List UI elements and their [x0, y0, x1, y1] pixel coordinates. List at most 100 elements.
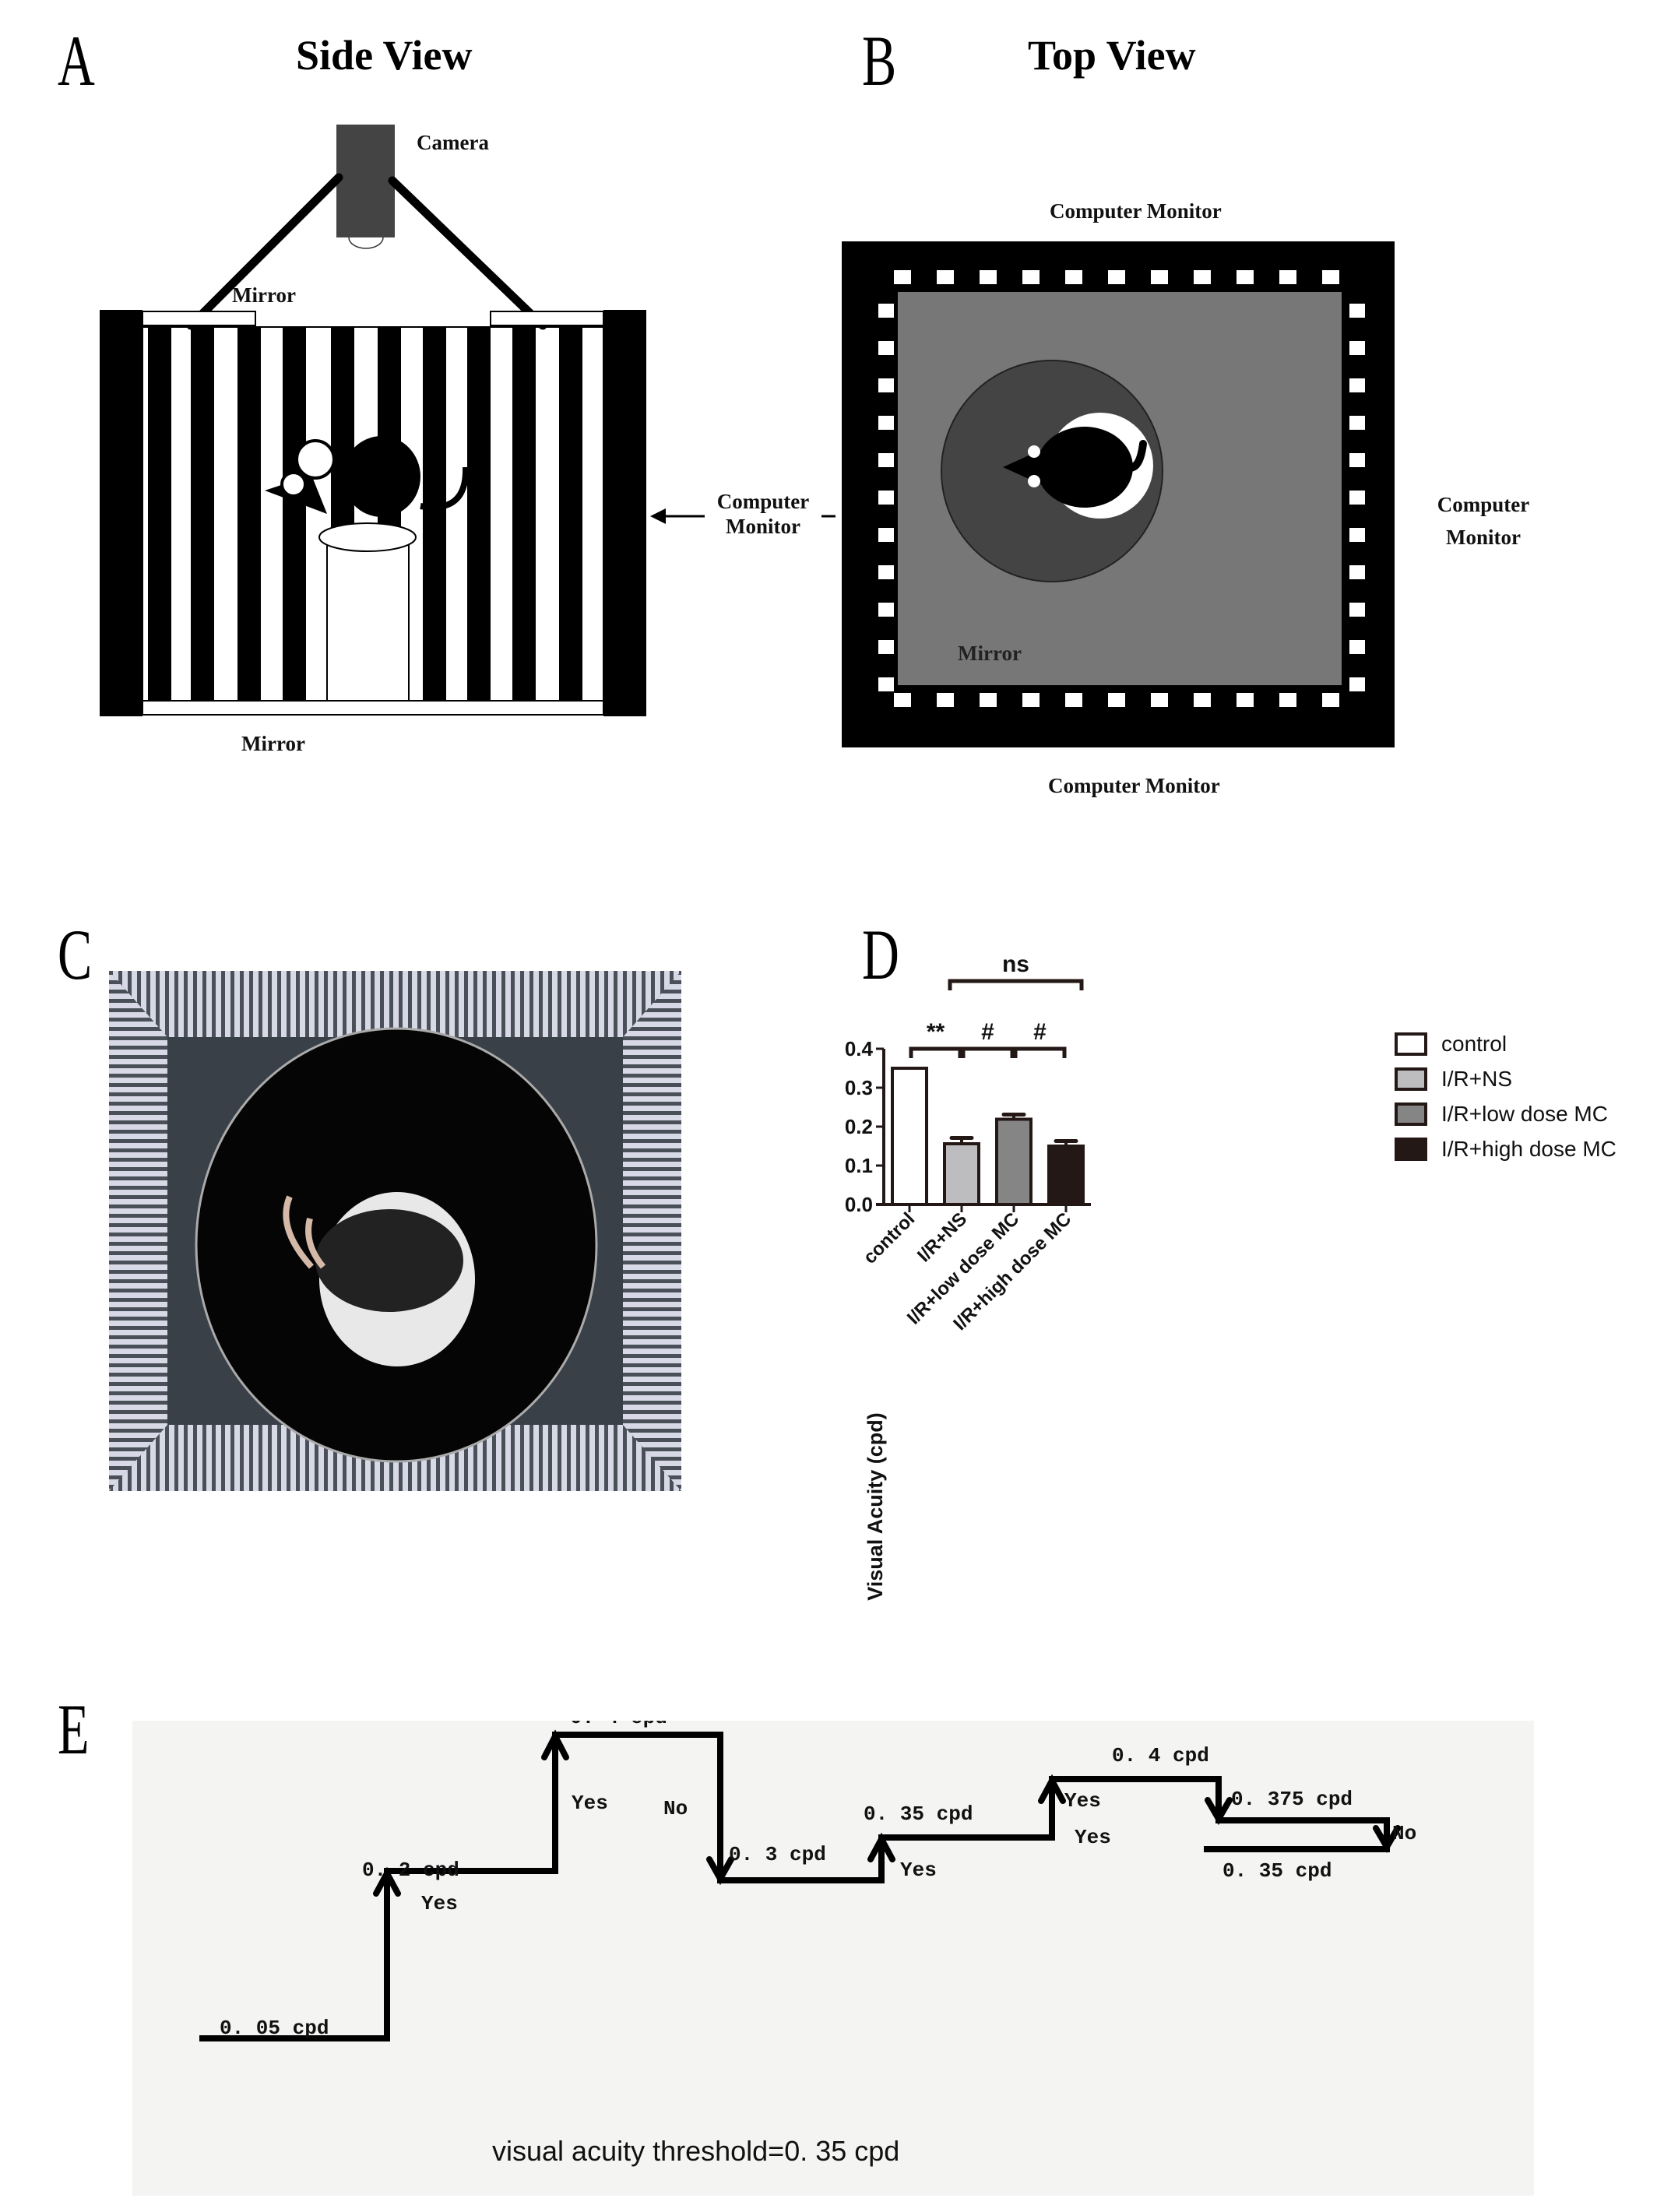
bar-i-r-high-dose-mc: [1047, 1145, 1085, 1206]
monitor-square: [1022, 693, 1040, 707]
step-label-3: 0. 4 cpd: [570, 1721, 667, 1729]
monitor-square: [1194, 693, 1211, 707]
legend-label: I/R+high dose MC: [1441, 1137, 1616, 1161]
threshold-text: visual acuity threshold=0. 35 cpd: [492, 2135, 899, 2167]
camera-label: Camera: [417, 131, 489, 154]
monitor-square: [878, 640, 894, 654]
monitor-square: [1322, 270, 1339, 284]
monitor-square: [1349, 304, 1365, 318]
monitor-square: [1349, 453, 1365, 467]
monitor-square: [878, 603, 894, 617]
legend-swatch: [1395, 1032, 1427, 1056]
y-tick-label: 0.4: [845, 1037, 874, 1060]
monitor-square: [1022, 270, 1040, 284]
step-label-2: 0. 2 cpd: [362, 1859, 459, 1882]
monitor-square: [878, 528, 894, 542]
monitor-square: [980, 693, 997, 707]
y-axis-label: Visual Acuity (cpd): [864, 1412, 887, 1601]
monitor-square: [937, 270, 954, 284]
significance-label: **: [927, 1019, 945, 1045]
significance-bracket: [961, 1046, 1015, 1058]
monitor-square: [1349, 378, 1365, 392]
y-tick-label: 0.2: [845, 1115, 873, 1138]
significance-bracket: [1013, 1046, 1067, 1058]
monitor-square: [1279, 693, 1296, 707]
legend-label: control: [1441, 1032, 1507, 1056]
bar-control: [891, 1067, 928, 1206]
response-label-6: No: [1392, 1822, 1416, 1845]
panel-letter-d: D: [862, 915, 899, 994]
significance-bracket: [909, 1046, 962, 1058]
monitor-square: [1151, 693, 1168, 707]
monitor-square: [1194, 270, 1211, 284]
legend-swatch: [1395, 1067, 1427, 1091]
monitor-square: [1237, 693, 1254, 707]
monitor-square: [878, 565, 894, 579]
step-label-5: 0. 35 cpd: [864, 1802, 973, 1826]
monitor-square: [1349, 491, 1365, 505]
step-label-6: 0. 4 cpd: [1112, 1744, 1209, 1767]
top-view-title: Top View: [1028, 32, 1196, 79]
panel-letter-a: A: [58, 21, 95, 100]
monitor-square: [878, 304, 894, 318]
mouse-icon-top: [1003, 427, 1147, 508]
monitor-bottom-label: Computer Monitor: [1048, 774, 1220, 797]
monitor-square: [1151, 270, 1168, 284]
monitor-square: [1349, 416, 1365, 430]
monitor-square: [878, 453, 894, 467]
response-label-5: Yes: [1064, 1789, 1101, 1813]
camera-icon: [336, 125, 395, 237]
response-label-3: No: [663, 1797, 688, 1820]
monitor-square: [1349, 341, 1365, 355]
bar-i-r-low-dose-mc: [995, 1117, 1033, 1206]
monitor-square: [980, 270, 997, 284]
side-view-diagram: [100, 125, 836, 716]
step-label-8: 0. 35 cpd: [1222, 1859, 1332, 1883]
monitor-square: [878, 378, 894, 392]
panel-letter-c: C: [58, 915, 93, 994]
monitor-square: [1349, 640, 1365, 654]
significance-label: ns: [1002, 951, 1029, 977]
platform: [326, 536, 410, 702]
y-tick-label: 0.0: [845, 1193, 873, 1216]
panel-letter-e: E: [58, 1690, 90, 1769]
legend-label: I/R+NS: [1441, 1067, 1512, 1091]
monitor-right-label: Computer Monitor: [1437, 493, 1530, 549]
monitor-square: [937, 693, 954, 707]
monitor-square: [1065, 270, 1082, 284]
legend-swatch: [1395, 1138, 1427, 1161]
monitor-square: [1279, 270, 1296, 284]
monitor-square: [1349, 528, 1365, 542]
significance-label: #: [981, 1019, 994, 1045]
side-view-title: Side View: [296, 32, 473, 79]
mirror-bottom-label: Mirror: [241, 732, 305, 755]
significance-label: #: [1033, 1019, 1047, 1045]
legend-label: I/R+low dose MC: [1441, 1102, 1608, 1126]
legend-swatch: [1395, 1102, 1427, 1126]
monitor-square: [878, 677, 894, 691]
mouse-icon: [265, 436, 470, 517]
y-tick-label: 0.1: [845, 1154, 873, 1177]
x-tick-label: control: [860, 1208, 920, 1268]
monitor-square: [1349, 677, 1365, 691]
bar-i-r-ns: [943, 1142, 980, 1206]
monitor-square: [1108, 270, 1125, 284]
panel-letter-b: B: [862, 21, 897, 100]
computer-monitor-label-a: Computer Monitor: [705, 489, 821, 539]
monitor-square: [878, 341, 894, 355]
monitor-square: [894, 270, 911, 284]
y-tick-label: 0.3: [845, 1076, 873, 1099]
step-label-4: 0. 3 cpd: [729, 1843, 826, 1866]
monitor-top-label: Computer Monitor: [1050, 199, 1222, 223]
significance-bracket: [948, 979, 1084, 990]
monitor-square: [1065, 693, 1082, 707]
monitor-square: [1237, 270, 1254, 284]
response-label-7: Yes: [1075, 1826, 1111, 1849]
staircase-diagram: 0. 05 cpd Yes 0. 2 cpd Yes 0. 4 cpd No 0…: [132, 1721, 1534, 2196]
response-label-2: Yes: [572, 1792, 608, 1815]
monitor-square: [878, 491, 894, 505]
step-label-1: 0. 05 cpd: [220, 2017, 329, 2040]
bar-chart: Visual Acuity (cpd) 0.0 0.1 0.2 0.3 0.4 contr…: [845, 951, 1616, 1601]
mirror-top-label: Mirror: [232, 283, 296, 307]
top-view-diagram: [842, 241, 1395, 747]
